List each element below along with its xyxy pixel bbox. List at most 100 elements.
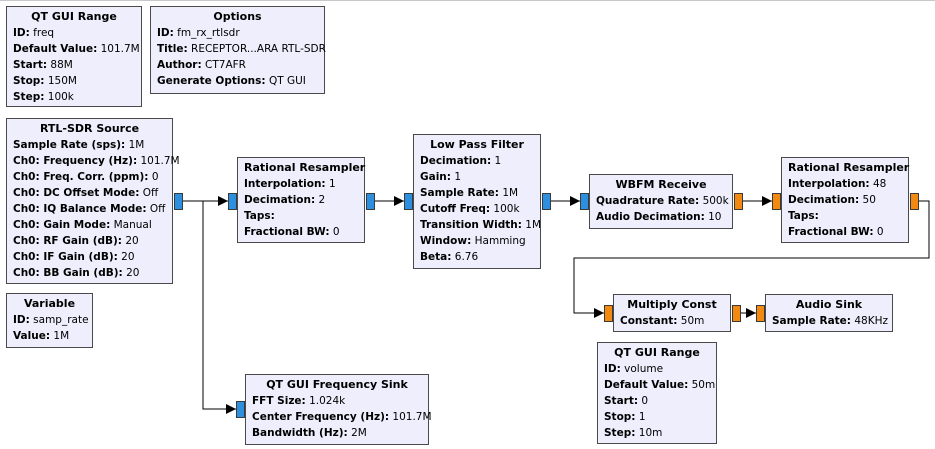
block-param: Decimation: 50 bbox=[788, 192, 902, 208]
port-rr1-out[interactable] bbox=[366, 193, 375, 210]
block-title: Multiply Const bbox=[627, 298, 717, 311]
param-value: 1M bbox=[50, 330, 70, 342]
param-key: ID: bbox=[604, 363, 621, 375]
param-key: Ch0: Gain Mode: bbox=[13, 219, 111, 231]
param-value: 100k bbox=[490, 203, 520, 215]
block-title: QT GUI Range bbox=[31, 10, 117, 23]
wire-rr2-to-mult bbox=[573, 200, 930, 314]
param-key: Ch0: IQ Balance Mode: bbox=[13, 203, 147, 215]
port-lpf-out[interactable] bbox=[542, 193, 551, 210]
block-param: Decimation: 1 bbox=[420, 153, 534, 169]
param-key: Sample Rate: bbox=[772, 315, 851, 327]
param-key: Audio Decimation: bbox=[596, 211, 705, 223]
param-value: Manual bbox=[110, 219, 152, 231]
port-wbfm-out[interactable] bbox=[734, 193, 743, 210]
param-key: Stop: bbox=[604, 411, 636, 423]
param-key: Default Value: bbox=[13, 43, 98, 55]
param-value: Off bbox=[146, 203, 166, 215]
param-key: ID: bbox=[157, 27, 174, 39]
block-title: Variable bbox=[23, 297, 76, 310]
block-param: ID: fm_rx_rtlsdr bbox=[157, 25, 318, 41]
param-value: samp_rate bbox=[29, 314, 89, 326]
block-param: Center Frequency (Hz): 101.7M bbox=[252, 409, 432, 425]
param-value: 48 bbox=[869, 178, 887, 190]
param-value: 2 bbox=[315, 194, 326, 206]
port-audio-in[interactable] bbox=[756, 305, 765, 322]
param-value: 2M bbox=[347, 427, 367, 439]
param-value: 0 bbox=[873, 226, 884, 238]
port-rtl-out[interactable] bbox=[174, 193, 183, 210]
block-param: Ch0: RF Gain (dB): 20 bbox=[13, 233, 166, 249]
param-value: 0 bbox=[638, 395, 649, 407]
param-key: Start: bbox=[604, 395, 639, 407]
block-param: FFT Size: 1.024k bbox=[252, 393, 422, 409]
block-param: Ch0: Frequency (Hz): 101.7M bbox=[13, 153, 180, 169]
block-param: Constant: 50m bbox=[620, 313, 724, 329]
param-key: Sample Rate: bbox=[420, 187, 499, 199]
block-param: Audio Decimation: 10 bbox=[596, 209, 726, 225]
block-param: Start: 0 bbox=[604, 393, 710, 409]
param-value: CT7AFR bbox=[201, 59, 246, 71]
block-param: Sample Rate (sps): 1M bbox=[13, 137, 166, 153]
param-value: 0 bbox=[148, 171, 159, 183]
param-value: 1M bbox=[125, 139, 145, 151]
block-param: ID: freq bbox=[13, 25, 135, 41]
block-param: Window: Hamming bbox=[420, 233, 534, 249]
wire-rr1-to-lpf-arrowhead bbox=[394, 196, 404, 206]
param-key: Author: bbox=[157, 59, 202, 71]
param-key: Taps: bbox=[788, 210, 819, 222]
port-fsink-in[interactable] bbox=[236, 401, 245, 418]
param-key: Decimation: bbox=[420, 155, 492, 167]
param-value: QT GUI bbox=[265, 75, 306, 87]
port-rr2-in[interactable] bbox=[772, 193, 781, 210]
port-mult-out[interactable] bbox=[732, 305, 741, 322]
wire-wbfm-to-rr2-arrowhead bbox=[762, 196, 772, 206]
param-value: 150M bbox=[44, 75, 77, 87]
param-value: 1.024k bbox=[305, 395, 346, 407]
param-key: Ch0: DC Offset Mode: bbox=[13, 187, 140, 199]
param-value: fm_rx_rtlsdr bbox=[173, 27, 240, 39]
block-param: Bandwidth (Hz): 2M bbox=[252, 425, 422, 441]
port-rr1-in[interactable] bbox=[228, 193, 237, 210]
block-param: Cutoff Freq: 100k bbox=[420, 201, 534, 217]
port-wbfm-in[interactable] bbox=[580, 193, 589, 210]
block-title: Rational Resampler bbox=[244, 161, 366, 174]
block-param: Ch0: Freq. Corr. (ppm): 0 bbox=[13, 169, 166, 185]
param-value: volume bbox=[620, 363, 664, 375]
block-param: Taps: bbox=[788, 208, 902, 224]
port-rr2-out[interactable] bbox=[910, 193, 919, 210]
param-key: ID: bbox=[13, 314, 30, 326]
block-param: Step: 100k bbox=[13, 89, 135, 105]
block-param: Value: 1M bbox=[13, 328, 86, 344]
param-key: Fractional BW: bbox=[244, 226, 330, 238]
wire-rtl-to-rr1-arrowhead bbox=[218, 196, 228, 206]
param-key: Bandwidth (Hz): bbox=[252, 427, 348, 439]
block-param: ID: samp_rate bbox=[13, 312, 89, 328]
port-lpf-in[interactable] bbox=[404, 193, 413, 210]
wire-rtl-to-fsink-arrowhead bbox=[226, 404, 236, 414]
param-value: 20 bbox=[122, 235, 139, 247]
block-param: Gain: 1 bbox=[420, 169, 534, 185]
block-param: Interpolation: 48 bbox=[788, 176, 902, 192]
param-key: Start: bbox=[13, 59, 48, 71]
block-param: Default Value: 50m bbox=[604, 377, 715, 393]
param-key: Gain: bbox=[420, 171, 451, 183]
canvas-top-border bbox=[0, 0, 935, 1]
wire-lpf-to-wbfm-arrowhead bbox=[570, 196, 580, 206]
param-value: 50m bbox=[677, 315, 705, 327]
block-param: Start: 88M bbox=[13, 57, 135, 73]
port-mult-in[interactable] bbox=[604, 305, 613, 322]
